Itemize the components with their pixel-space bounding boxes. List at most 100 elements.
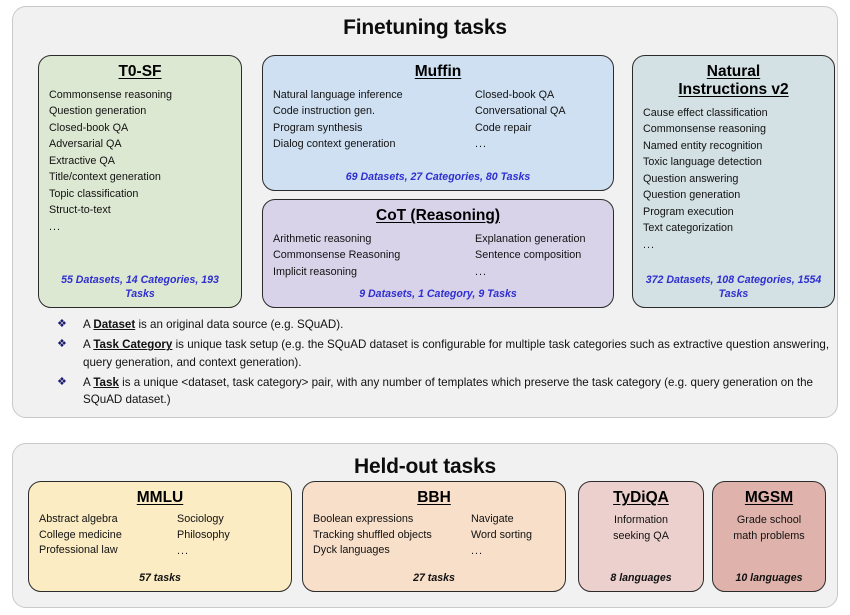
task-card-mmlu[interactable]: MMLU Abstract algebra College medicine P… [28, 481, 292, 592]
task-item: Sociology [177, 512, 224, 525]
task-card-title-line1: Natural [706, 63, 761, 80]
diamond-bullet-icon: ❖ [57, 375, 67, 388]
definition-lead: A [83, 375, 94, 389]
task-item: seeking QA [613, 530, 669, 543]
task-item: Program execution [643, 205, 734, 218]
task-item: College medicine [39, 528, 122, 541]
definition-lead: A [83, 338, 94, 352]
task-card-body: Abstract algebra College medicine Profes… [39, 512, 281, 569]
task-card-bbh[interactable]: BBH Boolean expressions Tracking shuffle… [302, 481, 566, 592]
task-item-ellipsis: ... [475, 137, 487, 150]
task-item-column: Explanation generation Sentence composit… [475, 231, 585, 285]
task-card-stats: 372 Datasets, 108 Categories, 1554 Tasks [645, 274, 822, 300]
task-item: Arithmetic reasoning [273, 232, 372, 245]
task-item-ellipsis: ... [49, 220, 61, 233]
diamond-bullet-icon: ❖ [57, 338, 67, 351]
task-item: Code instruction gen. [273, 105, 376, 118]
task-item: Extractive QA [49, 154, 115, 167]
task-item-ellipsis: ... [177, 545, 189, 558]
task-item: Question answering [643, 172, 739, 185]
task-card-title: T0-SF [118, 63, 162, 80]
task-item: Question generation [49, 105, 147, 118]
task-item-column: Information seeking QA [589, 512, 693, 569]
task-item: Word sorting [471, 528, 533, 541]
task-item: Named entity recognition [643, 139, 763, 152]
task-card-t0sf[interactable]: T0-SF Commonsense reasoning Question gen… [38, 55, 242, 308]
task-item-column: Sociology Philosophy ... [177, 512, 230, 569]
task-item: Question generation [643, 189, 741, 202]
task-item: Text categorization [643, 222, 734, 235]
task-card-body: Information seeking QA [589, 512, 693, 569]
task-card-body: Commonsense reasoning Question generatio… [49, 87, 231, 271]
task-item: Title/context generation [49, 171, 161, 184]
task-item: Commonsense Reasoning [273, 249, 401, 262]
task-card-stats: 10 languages [735, 571, 803, 584]
task-item: Explanation generation [475, 232, 586, 245]
definition-rest: is a unique <dataset, task category> pai… [83, 375, 813, 407]
task-item-column: Commonsense reasoning Question generatio… [49, 87, 172, 271]
task-item: Sentence composition [475, 249, 582, 262]
definition-term: Task [93, 375, 119, 389]
task-card-title: MGSM [744, 489, 794, 506]
task-card-body: Grade school math problems [723, 512, 815, 569]
task-item: Adversarial QA [49, 138, 122, 151]
task-item: Commonsense reasoning [49, 88, 173, 101]
task-card-stats: 9 Datasets, 1 Category, 9 Tasks [359, 287, 517, 300]
task-item: Dyck languages [313, 544, 390, 557]
task-card-title-line2: Instructions v2 [678, 80, 789, 98]
task-card-body: Arithmetic reasoning Commonsense Reasoni… [273, 231, 603, 285]
task-card-body: Natural language inference Code instruct… [273, 87, 603, 168]
task-card-stats: 57 tasks [139, 571, 181, 584]
task-card-mgsm[interactable]: MGSM Grade school math problems 10 langu… [712, 481, 826, 592]
task-item: Cause effect classification [643, 106, 768, 119]
finetuning-panel-title: Finetuning tasks [343, 16, 507, 39]
definition-term: Task Category [93, 338, 173, 352]
definition-rest: is an original data source (e.g. SQuAD). [135, 318, 344, 331]
task-card-stats: 8 languages [610, 571, 672, 584]
task-card-natural-instructions-v2[interactable]: Natural Instructions v2 Cause effect cla… [632, 55, 835, 308]
finetuning-tasks-panel: Finetuning tasks T0-SF Commonsense reaso… [12, 6, 838, 418]
definition-text: A Dataset is an original data source (e.… [83, 316, 343, 333]
definition-term: Dataset [93, 318, 136, 331]
task-card-title: BBH [417, 489, 451, 506]
definition-row: ❖ A Task is a unique <dataset, task cate… [57, 374, 837, 409]
definition-row: ❖ A Task Category is unique task setup (… [57, 336, 837, 371]
task-card-cot[interactable]: CoT (Reasoning) Arithmetic reasoning Com… [262, 199, 614, 308]
task-item: Information [613, 513, 668, 526]
task-card-body: Boolean expressions Tracking shuffled ob… [313, 512, 555, 569]
task-card-stats: 55 Datasets, 14 Categories, 193 Tasks [61, 274, 219, 300]
task-card-muffin[interactable]: Muffin Natural language inference Code i… [262, 55, 614, 191]
task-item: Implicit reasoning [273, 265, 358, 278]
task-card-stats: 27 tasks [413, 571, 455, 584]
task-item-column: Arithmetic reasoning Commonsense Reasoni… [273, 231, 465, 285]
task-item: Natural language inference [273, 88, 403, 101]
definition-row: ❖ A Dataset is an original data source (… [57, 316, 837, 333]
definition-text: A Task is a unique <dataset, task catego… [83, 374, 837, 409]
task-item: Philosophy [177, 528, 230, 541]
task-item: Topic classification [49, 187, 139, 200]
definitions-list: ❖ A Dataset is an original data source (… [57, 316, 837, 411]
task-item: Grade school [736, 513, 802, 526]
task-item-ellipsis: ... [471, 545, 483, 558]
task-item: Toxic language detection [643, 156, 762, 169]
task-item: Program synthesis [273, 121, 363, 134]
task-item: Professional law [39, 544, 118, 557]
task-item-ellipsis: ... [643, 238, 655, 251]
task-card-body: Cause effect classification Commonsense … [643, 105, 824, 271]
task-item: math problems [733, 530, 805, 543]
heldout-panel-title: Held-out tasks [354, 455, 496, 478]
definition-text: A Task Category is unique task setup (e.… [83, 336, 837, 371]
diamond-bullet-icon: ❖ [57, 318, 67, 330]
task-card-title: CoT (Reasoning) [376, 207, 500, 224]
task-item-column: Abstract algebra College medicine Profes… [39, 512, 167, 569]
task-item-column: Grade school math problems [723, 512, 815, 569]
task-item-column: Boolean expressions Tracking shuffled ob… [313, 512, 461, 569]
task-item: Navigate [471, 512, 514, 525]
task-item: Struct-to-text [49, 204, 111, 217]
task-item: Dialog context generation [273, 137, 396, 150]
task-item: Boolean expressions [313, 512, 414, 525]
task-item: Closed-book QA [475, 88, 555, 101]
task-card-tydiqa[interactable]: TyDiQA Information seeking QA 8 language… [578, 481, 704, 592]
definition-rest: is unique task setup (e.g. the SQuAD dat… [83, 338, 830, 369]
